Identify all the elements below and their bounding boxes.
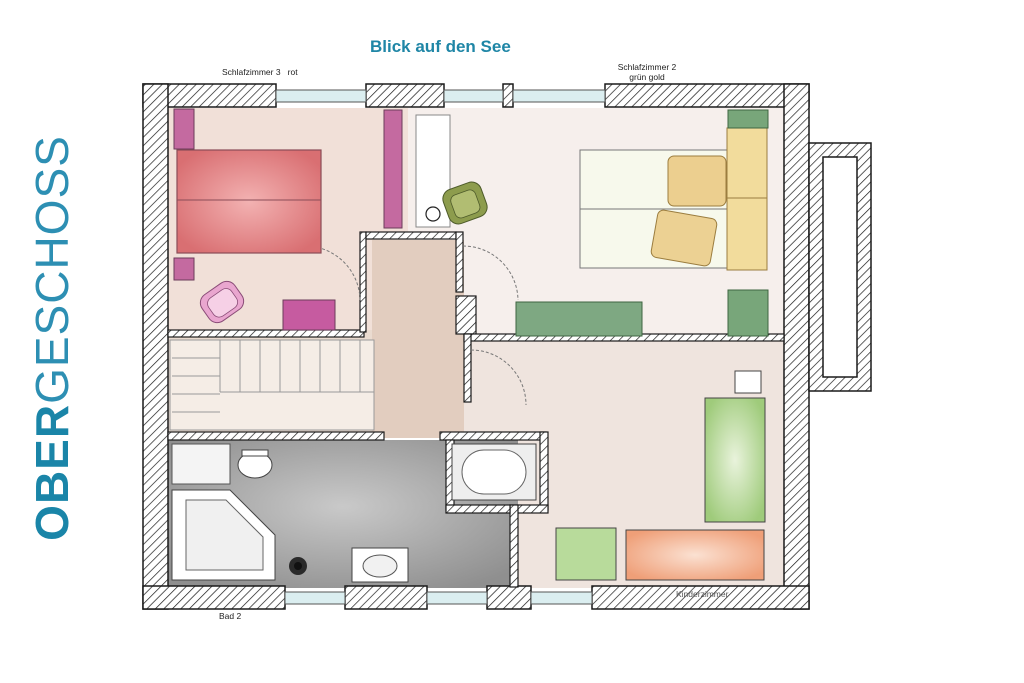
bath-cabinet — [171, 443, 231, 485]
wardrobe-gold — [726, 127, 768, 271]
wall-bath-right-lower — [509, 504, 519, 588]
nightstand-top — [173, 108, 195, 150]
wall-stairs-top — [167, 329, 365, 338]
stairs — [169, 339, 375, 431]
bath-fixtures — [171, 443, 537, 583]
desk-chair — [425, 206, 441, 222]
kids-desk-green — [555, 527, 617, 581]
floor-hallway — [372, 240, 464, 438]
armchair-olive — [442, 181, 488, 225]
wall-top-3 — [502, 83, 514, 108]
wall-bath-top-right — [439, 431, 547, 441]
door-arc-kids — [470, 349, 527, 406]
window-bottom-1 — [284, 591, 346, 605]
room-label-top-right: Schlafzimmer 2 grün gold — [612, 62, 682, 82]
kids-box — [734, 370, 762, 394]
wall-hall-stub — [455, 295, 477, 335]
room-name-top-left: Schlafzimmer 3 — [222, 67, 281, 77]
wall-bottom-1 — [142, 585, 286, 610]
pillow-top — [667, 155, 727, 207]
wall-left — [142, 83, 169, 610]
stairs-area — [169, 339, 375, 431]
wall-shower-bottom — [445, 504, 511, 514]
room-color-top-left: rot — [287, 67, 298, 77]
window-bottom-2 — [426, 591, 488, 605]
window-bottom-3 — [530, 591, 593, 605]
wall-right — [783, 83, 810, 610]
walls — [142, 83, 872, 610]
balcony-inner — [822, 156, 858, 378]
wall-bottom-3 — [486, 585, 532, 610]
sideboard-green — [515, 301, 643, 337]
kids-furniture — [555, 370, 766, 581]
wall-bottom-2 — [344, 585, 428, 610]
room2-furniture — [415, 109, 769, 337]
room-label-kids: Kinderzimmer — [676, 589, 729, 599]
wall-bath-right — [539, 431, 549, 511]
wall-bath-top-left — [167, 431, 385, 441]
wall-hall-left-upper — [359, 231, 367, 333]
double-bed-red — [176, 149, 322, 254]
window-top-2 — [443, 89, 504, 103]
wall-hall-right-upper — [455, 231, 464, 293]
room3-furniture — [173, 108, 403, 331]
door-arc-room2 — [462, 245, 519, 301]
armchair-pink — [199, 280, 245, 324]
wall-top-4 — [604, 83, 810, 108]
nightstand-green-top — [727, 109, 769, 129]
view-title: Blick auf den See — [370, 37, 511, 56]
kids-bed-orange — [625, 529, 765, 581]
interior-walls — [167, 231, 785, 588]
cabinet-green-right — [727, 289, 769, 337]
desk-pink — [282, 299, 336, 331]
room-label-top-left: Schlafzimmer 3 rot — [222, 67, 298, 77]
wall-kids-left — [463, 333, 472, 403]
nightstand-bottom — [173, 257, 195, 281]
wardrobe-pink — [383, 109, 403, 229]
room-label-bathroom: Bad 2 — [219, 611, 242, 621]
wall-top-2 — [365, 83, 445, 108]
windows — [275, 89, 606, 605]
window-top-3 — [512, 89, 606, 103]
pillow-bottom — [650, 209, 718, 267]
window-top-1 — [275, 89, 367, 103]
kids-bed-green — [704, 397, 766, 523]
room-color-top-right: grün gold — [629, 72, 665, 82]
room-name-top-right: Schlafzimmer 2 — [617, 62, 677, 72]
wall-hall-top — [365, 231, 457, 240]
